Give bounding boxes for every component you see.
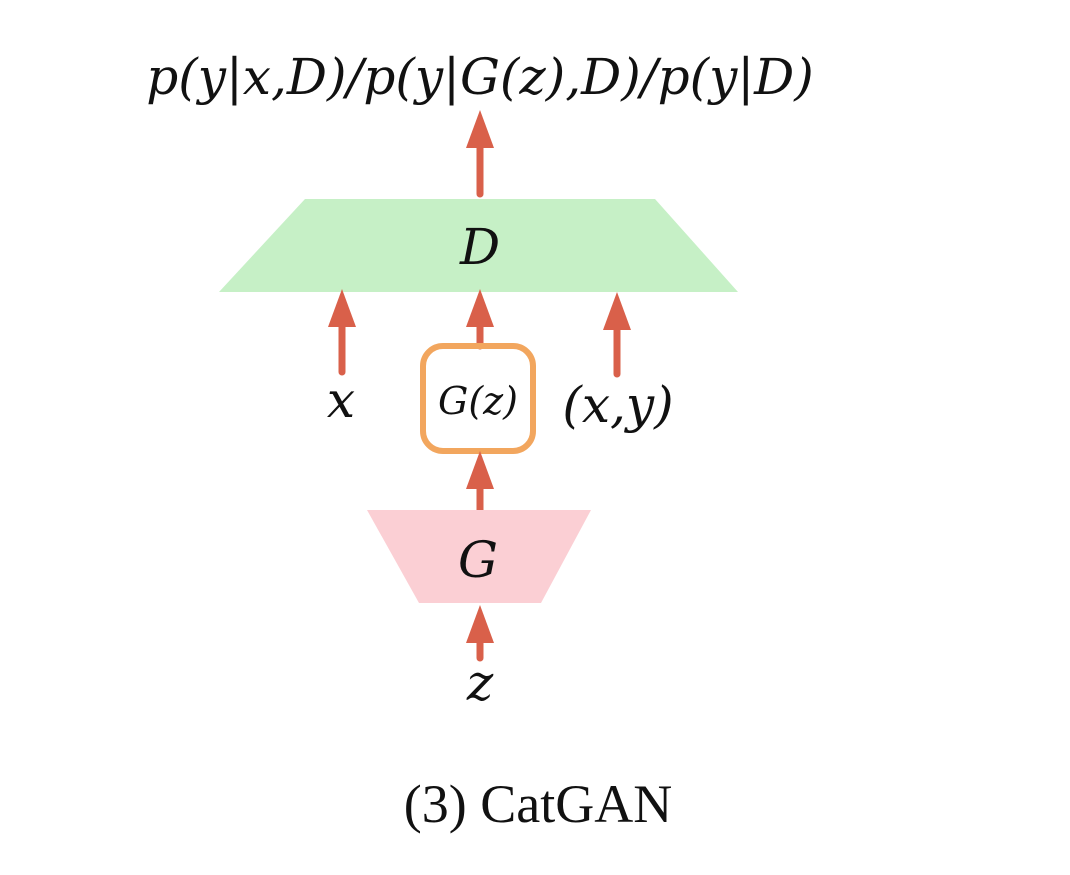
arrow-gz-to-discriminator — [466, 289, 494, 350]
real-input-label: x — [327, 371, 355, 429]
generated-sample-label: G(z) — [438, 379, 518, 423]
arrow-discriminator-to-output — [466, 110, 494, 198]
labeled-input-label: (x,y) — [562, 376, 673, 434]
discriminator-block — [219, 199, 738, 292]
generator-label: G — [458, 531, 498, 589]
output-probability-label: p(y|x,D)/p(y|G(z),D)/p(y|D) — [146, 48, 814, 106]
discriminator-label: D — [459, 218, 500, 276]
arrow-noise-to-generator — [466, 605, 494, 662]
diagram-caption: (3) CatGAN — [404, 774, 672, 834]
noise-label: z — [466, 654, 494, 712]
arrow-generator-to-sample — [466, 451, 494, 516]
arrow-x-to-discriminator — [328, 289, 356, 376]
generated-sample-box — [420, 343, 536, 454]
generator-block — [367, 510, 591, 603]
arrow-xy-to-discriminator — [603, 292, 631, 378]
